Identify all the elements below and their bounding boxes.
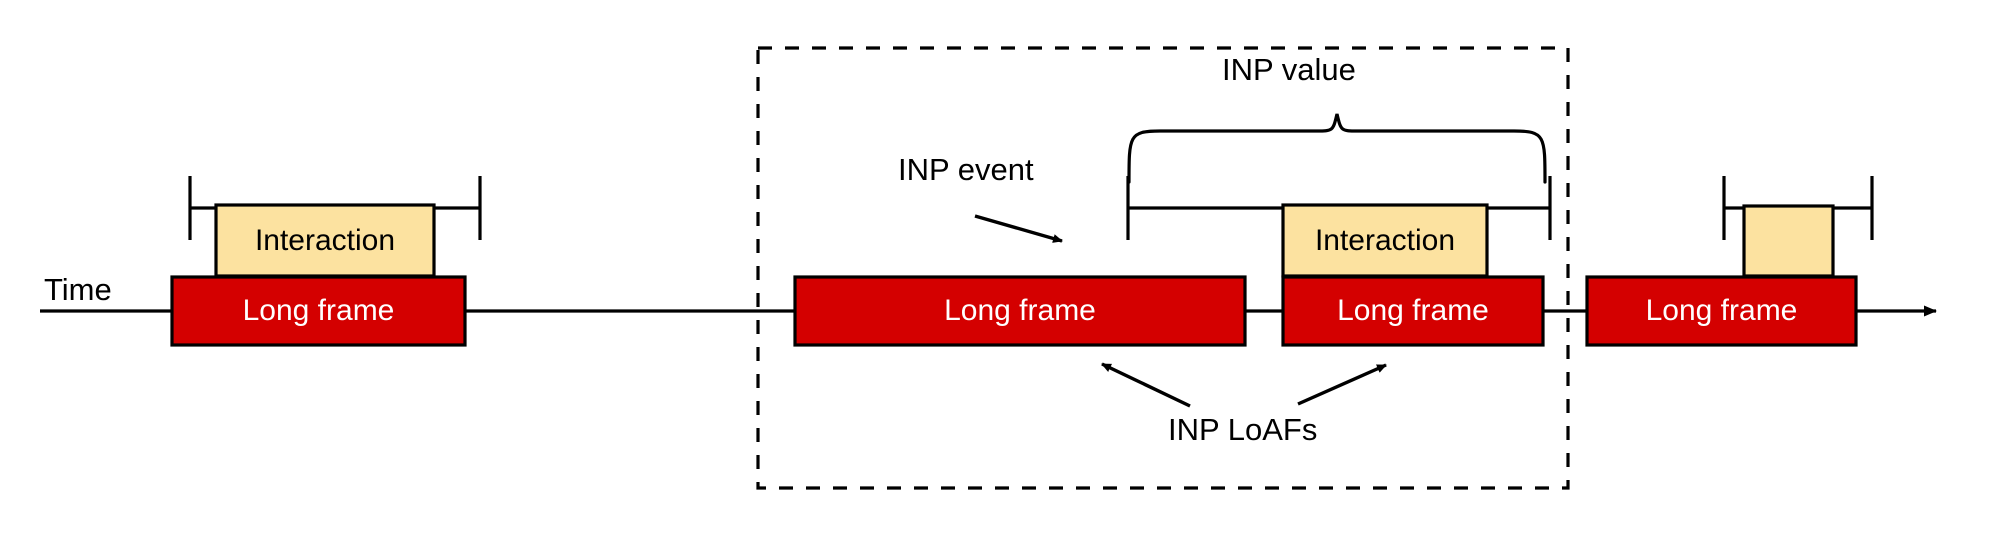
inp-event-arrow [974,214,1063,243]
long-frame-middle-1-label: Long frame [944,294,1096,327]
long-frame-left-label: Long frame [242,294,395,327]
inp-loafs-arrow-left [1101,362,1191,408]
long-frame-middle-2-label: Long frame [1337,294,1489,327]
long-frame-middle-2[interactable] [1281,275,1545,347]
interaction-right-label [1744,206,1833,276]
inp-loafs-arrow-right [1297,363,1387,406]
time-axis-label: Time [44,272,112,307]
inp-value-brace [1127,113,1547,184]
interaction-box-right[interactable] [1742,204,1835,278]
inp-loafs-annotation: INP LoAFs [1168,412,1318,447]
long-frame-middle-1[interactable] [793,275,1247,347]
inp-value-annotation: INP value [1222,52,1356,87]
long-frame-right[interactable] [1585,275,1858,347]
inp-region-dashed-box [756,46,1570,490]
interaction-box-left[interactable] [214,203,436,278]
long-frame-left[interactable] [170,275,467,347]
interaction-middle-label: Interaction [1314,223,1456,257]
interaction-left-label: Interaction [254,223,396,257]
long-frame-right-label: Long frame [1645,294,1798,327]
inp-event-annotation: INP event [898,152,1034,187]
interaction-box-middle[interactable] [1281,203,1489,278]
